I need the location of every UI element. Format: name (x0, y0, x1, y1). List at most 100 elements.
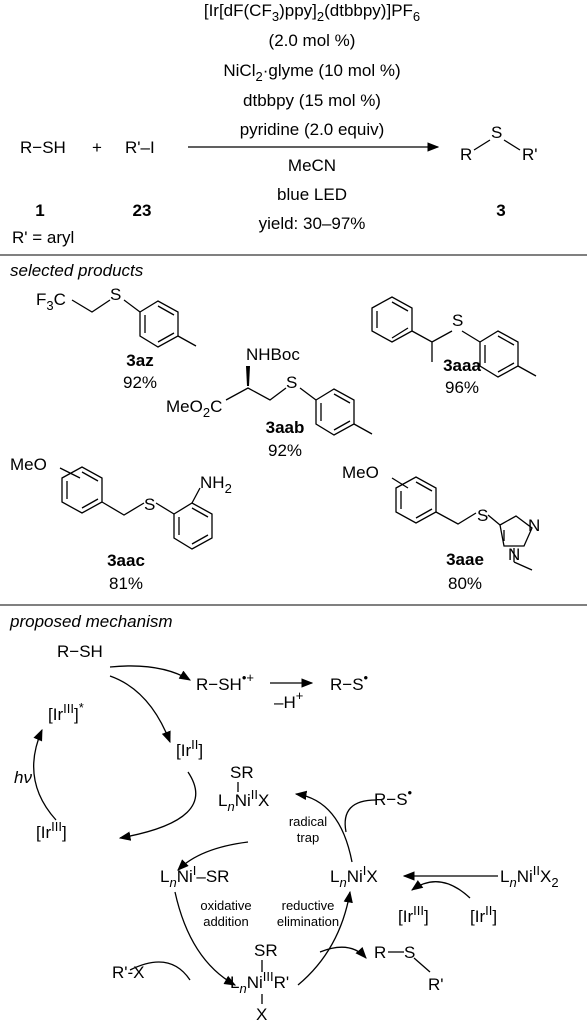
reactant-thiol: R−SH (20, 138, 66, 157)
3aae-o-bond (391, 477, 409, 489)
mech-thiol: R−SH (57, 642, 103, 661)
mech-ni2-x2: LnNiIIX2 (500, 863, 559, 890)
3az-ring (139, 300, 179, 348)
mech-ni3-sr-label: SR (254, 941, 278, 960)
3aac-ring1-inner (66, 471, 99, 509)
mech-ir3: [IrIII] (36, 819, 67, 842)
3az-ring-inner (144, 305, 197, 347)
cf3-group: F3C (36, 290, 66, 313)
structure-3aac: MeO S NH2 3aac 81% (10, 455, 232, 593)
3aac-meo: MeO (10, 455, 47, 474)
products-heading: selected products (10, 261, 144, 280)
yield-3az: 92% (123, 373, 157, 392)
yield-3aac: 81% (109, 574, 143, 593)
product-r: R (460, 145, 472, 164)
3aac-ring2-inner (178, 487, 209, 545)
3aaa-ring (479, 330, 519, 378)
structure-3aae: MeO S N N 3aae 80% (342, 463, 540, 593)
mech-product-r: R (374, 943, 386, 962)
mech-product-rp: R' (428, 975, 444, 994)
3aac-chain (101, 501, 175, 516)
reduction-arrow (118, 771, 197, 841)
label-3az: 3az (126, 351, 153, 370)
mech-minus-h: –H+ (274, 688, 303, 712)
mech-ni3-x: X (256, 1005, 267, 1024)
mech-ir3-excited: [IrIII]* (48, 700, 84, 724)
3aab-chain (225, 387, 317, 401)
radical-trap-label-1: radical (289, 814, 327, 829)
oxidation-arrow-out (109, 665, 192, 681)
radical-trap-arrow (294, 790, 353, 863)
structure-3az: F3C S 3az 92% (36, 285, 197, 392)
mech-ir3-b: [IrIII] (398, 903, 429, 926)
mech-ni1-sr: LnNiI–SR (160, 863, 229, 890)
3aae-chain (435, 511, 501, 526)
condition-ligand: dtbbpy (15 mol %) (243, 91, 381, 110)
label-3aab: 3aab (266, 418, 305, 437)
3aaa-phenyl-inner (376, 301, 409, 339)
reaction-section: [Ir[dF(CF3)ppy]2(dtbbpy)]PF6 (2.0 mol %)… (12, 1, 538, 247)
condition-photocatalyst: [Ir[dF(CF3)ppy]2(dtbbpy)]PF6 (204, 1, 420, 24)
condition-photocat-loading: (2.0 mol %) (269, 31, 356, 50)
compound-label-1: 1 (35, 201, 44, 220)
yield-3aae: 80% (448, 574, 482, 593)
label-3aaa: 3aaa (443, 356, 481, 375)
mech-ir2: [IrII] (176, 737, 203, 760)
3aae-n1: N (528, 516, 540, 535)
oxidative-label-1: oxidative (200, 898, 251, 913)
3aab-ring (315, 388, 355, 436)
mech-thiyl-radical-2: R−S• (374, 785, 413, 809)
3aab-ring-inner (320, 393, 373, 435)
3aaa-chain (411, 330, 481, 362)
3aae-sulfur: S (477, 506, 488, 525)
structure-3aaa: S 3aaa 96% (371, 296, 537, 397)
radical-trap-label-2: trap (297, 830, 319, 845)
product-s: S (491, 123, 502, 142)
3aaa-ring-inner (484, 335, 537, 377)
product-release-arrow (319, 946, 367, 959)
3aab-hashed-bond (246, 366, 250, 386)
3aab-sulfur: S (286, 373, 297, 392)
mech-ni2-complex: LnNiIIX (218, 787, 269, 814)
condition-solvent: MeCN (288, 156, 336, 175)
reactant-aryl-iodide: R'–I (125, 138, 155, 157)
3aac-sulfur: S (144, 495, 155, 514)
mech-ir2-b: [IrII] (470, 903, 497, 926)
products-section: selected products F3C S 3az 92% S 3aaa 9… (10, 261, 540, 593)
3aab-nhboc: NHBoc (246, 345, 300, 364)
oxidation-arrow-down (109, 675, 171, 744)
label-3aae: 3aae (446, 550, 484, 569)
3aaa-phenyl (371, 296, 413, 343)
mech-product-bonds (388, 951, 431, 973)
3aae-methyl (503, 530, 533, 571)
hv-arrow (33, 728, 57, 821)
thiyl-to-trap-arrow (344, 799, 377, 833)
mechanism-section: proposed mechanism R−SH R−SH•+ –H+ R−S• … (9, 612, 559, 1024)
oxidative-addition-arrow (174, 891, 237, 986)
3aac-ring2 (173, 502, 213, 550)
3aae-pyrazole (499, 515, 533, 547)
reductive-label-1: reductive (282, 898, 335, 913)
3aae-meo: MeO (342, 463, 379, 482)
3aae-n2: N (508, 545, 520, 564)
3aae-ring1-inner (400, 481, 433, 519)
mech-rx: R'-X (112, 963, 145, 982)
3aac-ring1 (61, 466, 103, 514)
3aaa-sulfur: S (452, 311, 463, 330)
product-rp: R' (522, 145, 538, 164)
yield-3aaa: 96% (445, 378, 479, 397)
rx-arrow (129, 961, 191, 981)
mech-hv: hν (14, 768, 32, 787)
reduction-arrow-ni (177, 841, 249, 871)
aryl-note: R' = aryl (12, 228, 74, 247)
mechanism-heading: proposed mechanism (9, 612, 173, 631)
3az-sulfur: S (110, 285, 121, 304)
3aab-ester: MeO2C (166, 397, 222, 420)
mech-ni2-sr-label: SR (230, 763, 254, 782)
mech-product-s: S (404, 943, 415, 962)
product-bonds (473, 139, 521, 151)
structure-3aab: NHBoc MeO2C S 3aab 92% (166, 345, 373, 460)
condition-base: pyridine (2.0 equiv) (240, 120, 385, 139)
mech-thiol-cation: R−SH•+ (196, 670, 254, 694)
